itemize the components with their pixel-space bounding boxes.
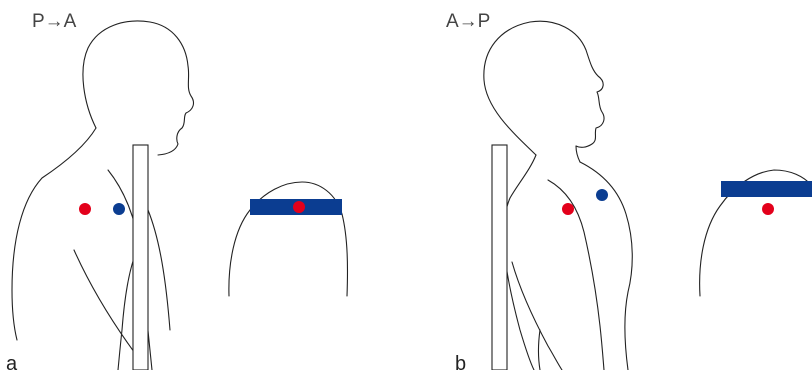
- red-dot-icon: [79, 203, 91, 215]
- detector-plate-a: [133, 145, 148, 370]
- detector-bar-b: [721, 181, 812, 197]
- blue-dot-icon: [113, 203, 125, 215]
- red-dot-icon: [762, 203, 774, 215]
- arm-line-b: [512, 262, 562, 370]
- head-outline-b: [484, 21, 604, 162]
- arm-line-a: [74, 250, 140, 360]
- detector-plate-b: [492, 145, 507, 370]
- back-outline-a: [12, 128, 96, 340]
- arm-inner-a: [118, 258, 134, 370]
- panel-b: A→P b: [446, 11, 812, 370]
- chest-curve-a: [148, 210, 170, 330]
- direction-label-a: P→A: [32, 11, 77, 32]
- shoulder-line-b: [548, 180, 604, 370]
- red-dot-icon: [562, 203, 574, 215]
- panel-a: P→A a: [6, 11, 347, 370]
- blue-dot-icon: [596, 189, 608, 201]
- direction-label-b: A→P: [446, 11, 490, 32]
- red-dot-icon: [293, 201, 305, 213]
- arm-inner-b: [539, 330, 541, 370]
- panel-label-a: a: [6, 353, 18, 370]
- panel-label-b: b: [455, 353, 466, 370]
- back-outline-b: [503, 155, 536, 370]
- head-outline-a: [83, 21, 194, 155]
